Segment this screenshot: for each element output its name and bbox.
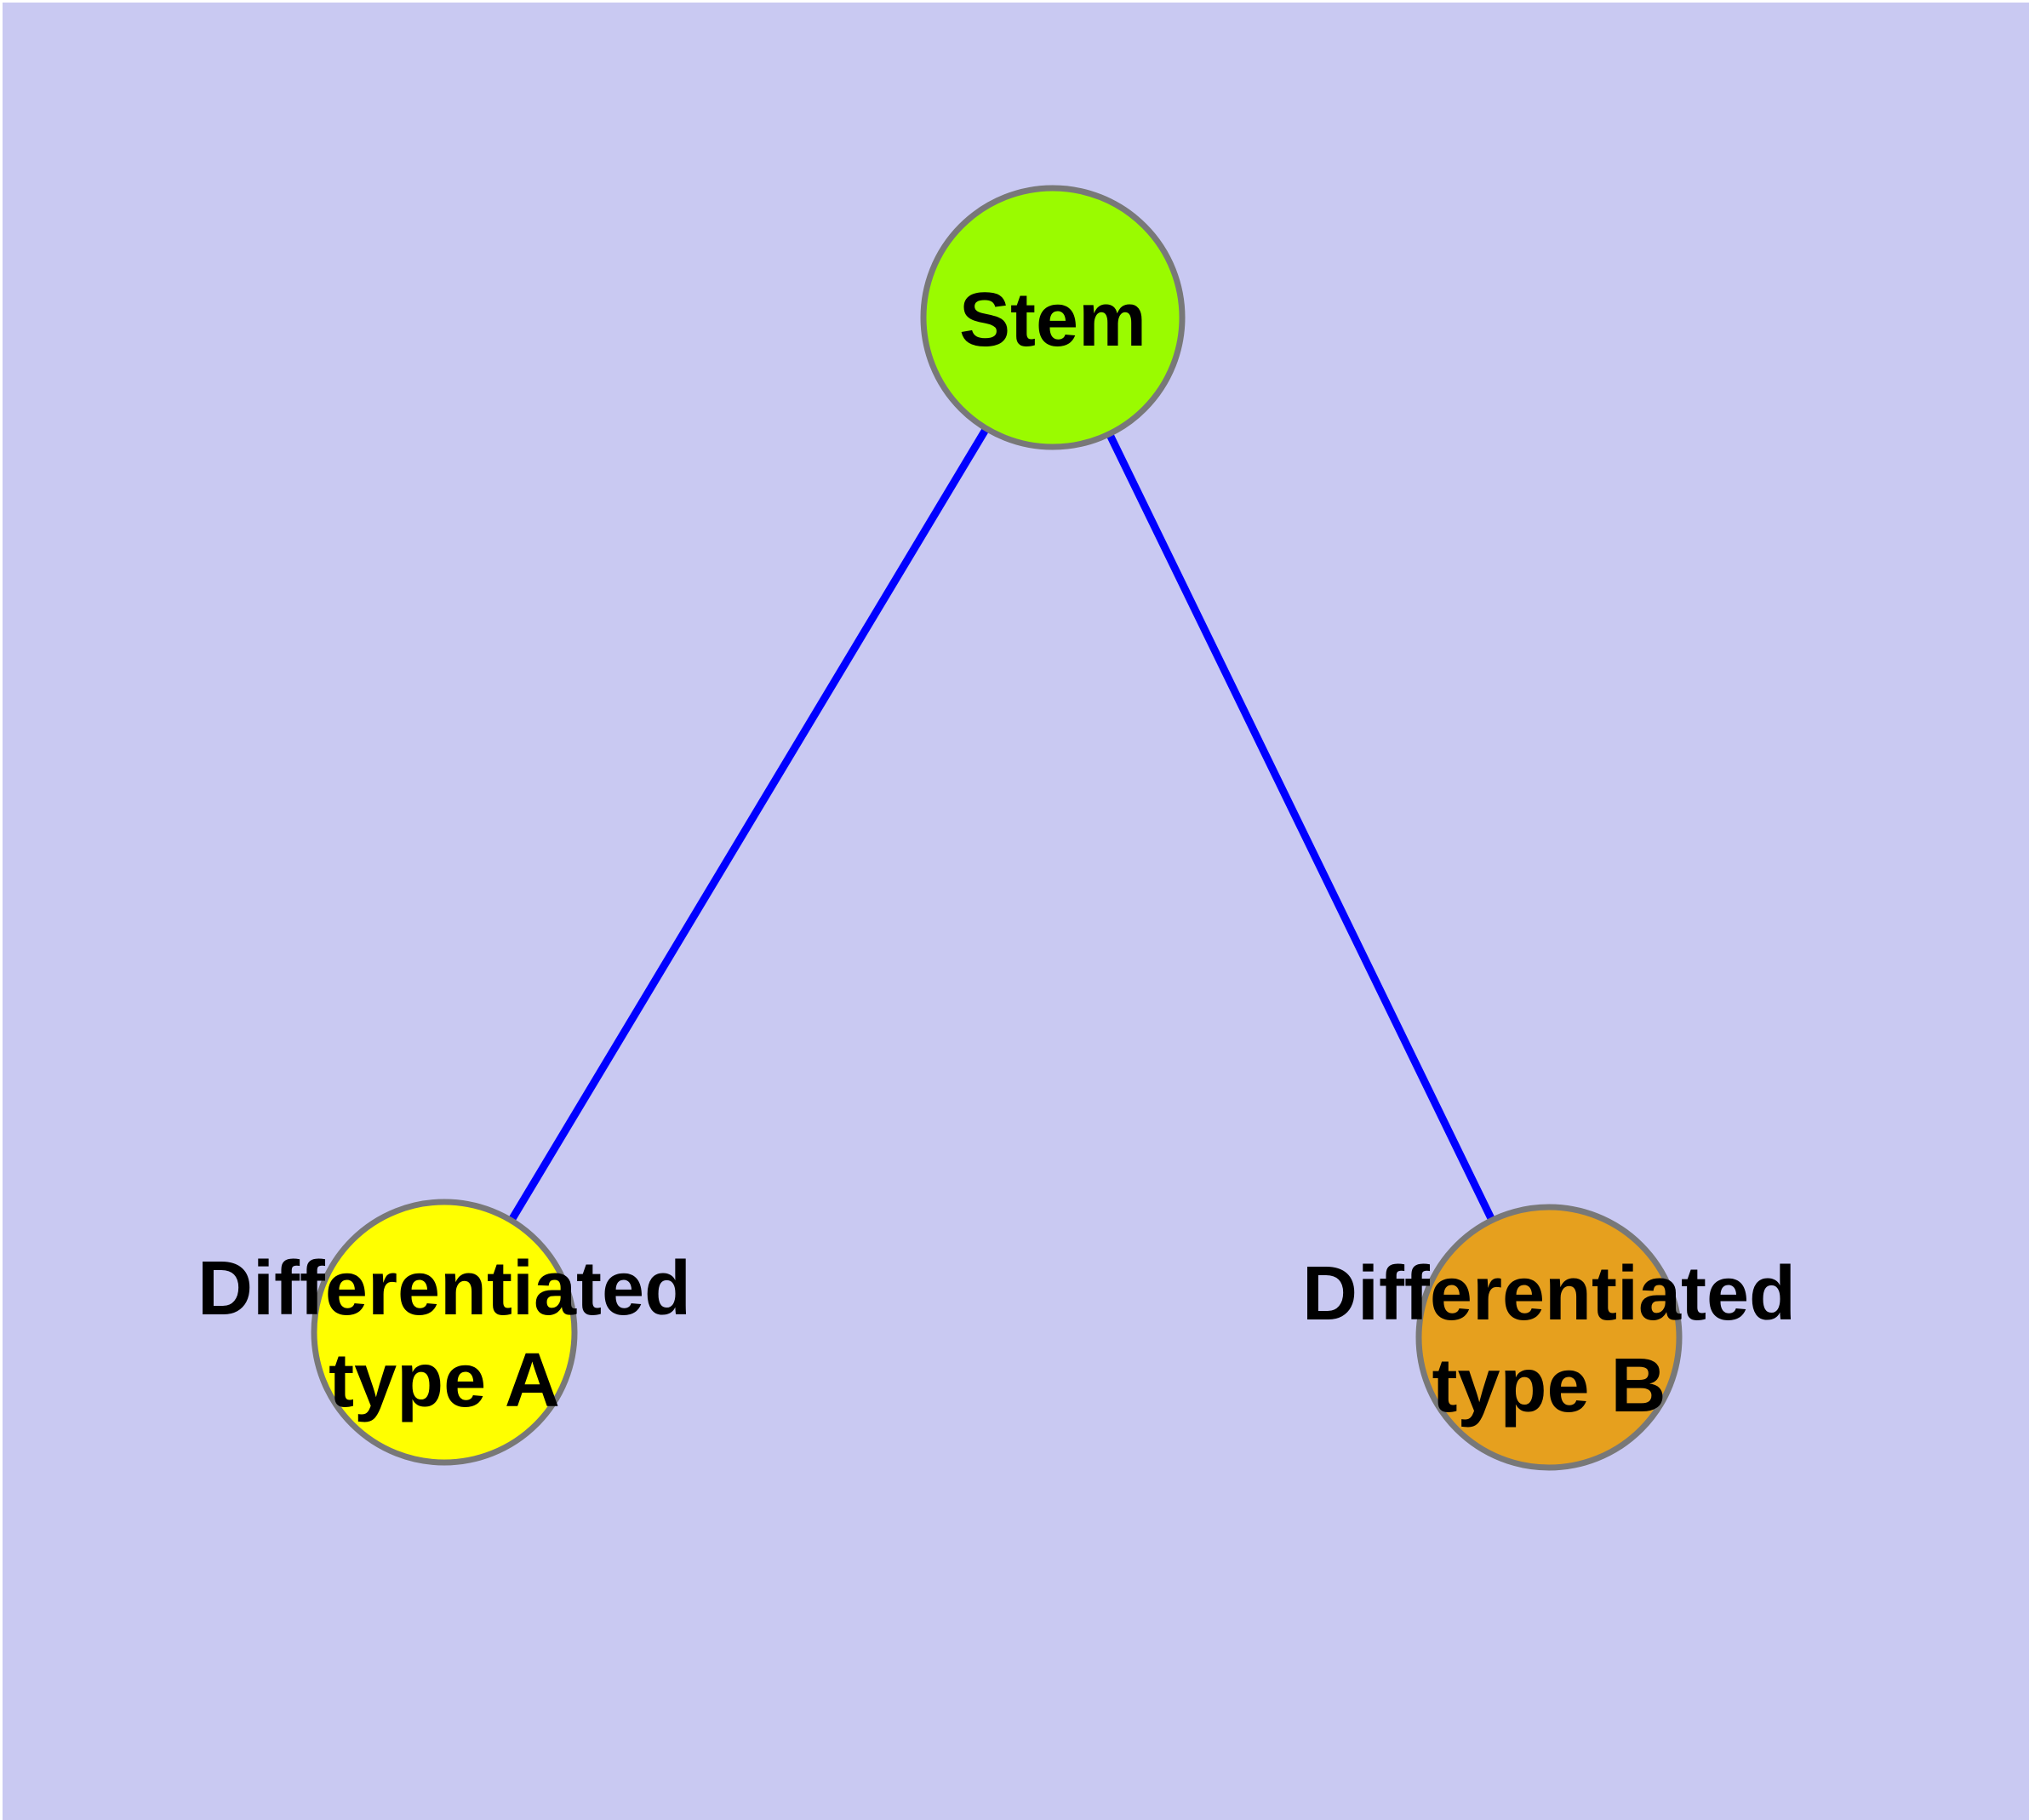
node-label-line: Differentiated [1302, 1251, 1796, 1336]
node-label-line: Differentiated [197, 1246, 691, 1331]
node-label-line: Stem [959, 278, 1146, 363]
node-differentiated-type-a [311, 1199, 578, 1466]
node-label-line: type A [329, 1338, 560, 1423]
node-stem [920, 185, 1186, 450]
node-differentiated-type-b [1415, 1204, 1683, 1471]
edge-stem-to-differentiated-type-b [1049, 316, 1553, 1339]
edge-stem-to-differentiated-type-a [441, 315, 1056, 1335]
node-label-line: type B [1432, 1343, 1666, 1428]
node-label-stem: Stem [959, 278, 1146, 363]
